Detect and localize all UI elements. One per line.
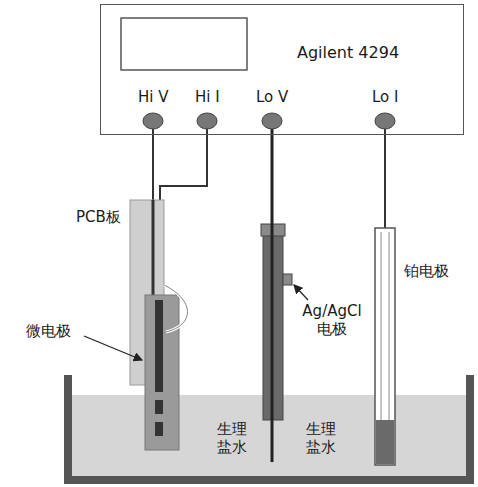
platinum-tip	[376, 420, 394, 464]
terminal	[375, 113, 395, 129]
agagcl-port	[283, 274, 292, 285]
beaker	[68, 375, 470, 480]
wire-lo-i	[384, 121, 386, 228]
medium-label: 生理 盐水	[303, 420, 339, 456]
wire-hi-v	[152, 121, 154, 300]
bond-wire	[164, 285, 188, 332]
platinum-inner	[381, 232, 382, 420]
microelectrode	[145, 295, 179, 450]
part-label: Ag/AgCl 电极	[296, 302, 368, 338]
agagcl-rod	[271, 121, 274, 462]
display-screen	[121, 18, 247, 70]
terminal	[197, 113, 217, 129]
electrode-trace	[155, 300, 163, 392]
terminal	[262, 113, 282, 129]
terminal-label: Lo V	[256, 88, 288, 106]
electrode-site	[155, 400, 163, 414]
platinum-inner	[389, 232, 390, 420]
terminal-label: Hi V	[138, 88, 168, 106]
part-label: PCB板	[76, 208, 121, 226]
bond-wire	[164, 285, 188, 332]
wire-hi-i	[160, 121, 207, 202]
part-label: 铂电极	[404, 262, 449, 280]
platinum-tube	[375, 228, 395, 465]
terminal-label: Lo I	[372, 88, 398, 106]
terminal-label: Hi I	[195, 88, 220, 106]
leader-arrow	[294, 285, 308, 300]
instrument-name: Agilent 4294	[297, 43, 399, 62]
electrode-site	[155, 422, 163, 436]
part-label: 微电极	[26, 322, 71, 340]
terminal	[143, 113, 163, 129]
medium-label: 生理 盐水	[214, 420, 250, 456]
leader-arrow	[84, 336, 142, 360]
instrument-box: Agilent 4294	[100, 4, 464, 135]
pcb-trace	[152, 200, 155, 300]
